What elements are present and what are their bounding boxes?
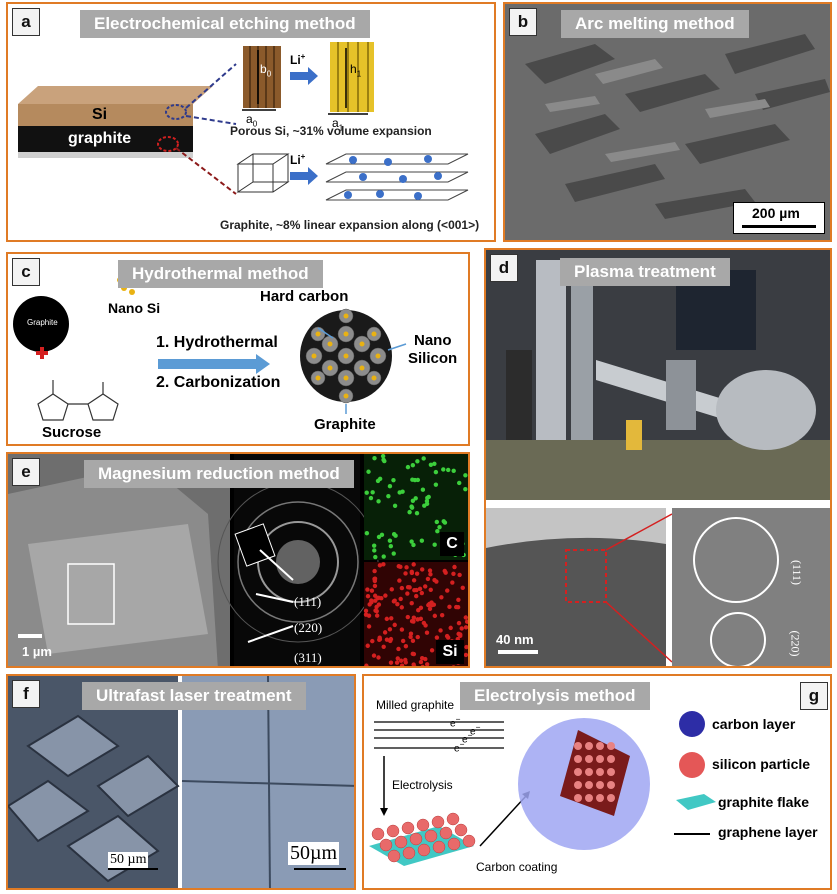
panel-title-f: Ultrafast laser treatment (82, 682, 306, 710)
laser-scalebar-2: 50µm (288, 842, 340, 865)
panel-title-g: Electrolysis method (460, 682, 650, 710)
diffraction-ring-220: (220) (294, 620, 323, 635)
laser-scalebar-1: 50 µm (108, 852, 149, 868)
legend-carbon-layer: carbon layer (712, 716, 796, 732)
milled-graphite-label: Milled graphite (376, 698, 455, 712)
magnesium-images (8, 454, 468, 666)
arc-melting-micrograph (505, 4, 830, 240)
panel-g: Electrolysis method g Milled graphite e−… (362, 674, 832, 890)
sem-scalebar-text: 1 µm (22, 644, 52, 659)
plasma-photo (486, 250, 830, 500)
panel-label-g: g (800, 682, 828, 710)
diffraction-ring-111: (111) (294, 594, 322, 609)
panel-a: a Electrochemical etching method (6, 2, 496, 242)
panel-title-e: Magnesium reduction method (84, 460, 354, 488)
step2-label: 2. Carbonization (156, 374, 281, 391)
carbon-coating-label: Carbon coating (476, 860, 558, 874)
graphite-caption: Graphite, ~8% linear expansion along (<0… (220, 218, 480, 232)
panel-title-c: Hydrothermal method (118, 260, 323, 288)
electron-label-4: e− (454, 739, 465, 755)
carbon-map-label: C (440, 532, 464, 556)
panel-title-a: Electrochemical etching method (80, 10, 370, 38)
porous-si-caption: Porous Si, ~31% volume expansion (230, 124, 432, 138)
silicon-map-label: Si (436, 640, 464, 664)
li-label-2: Li+ (290, 152, 306, 167)
graphite-layer-label: graphite (68, 130, 132, 147)
electron-label-2: e− (470, 722, 481, 738)
graphite-output-label: Graphite (314, 416, 376, 433)
panel-label-d: d (490, 254, 518, 282)
step1-label: 1. Hydrothermal (156, 334, 278, 351)
a1-label: a1 (332, 116, 344, 133)
panel-title-d: Plasma treatment (560, 258, 730, 286)
laser-micrographs (8, 676, 354, 888)
panel-label-e: e (12, 458, 40, 486)
nano-silicon-label-2: Silicon (408, 350, 458, 367)
etching-diagram (18, 42, 469, 201)
nano-silicon-label-1: Nano (414, 332, 452, 349)
tem-scalebar-text: 40 nm (496, 632, 534, 647)
panel-b: b Arc melting method 200 µm (503, 2, 832, 242)
legend-silicon-particle: silicon particle (712, 756, 811, 772)
h1-label: h1 (350, 62, 362, 79)
electron-label-3: e− (462, 730, 473, 746)
panel-c: c Hydrothermal method (6, 252, 470, 446)
hydrothermal-diagram (13, 273, 407, 421)
sucrose-label: Sucrose (42, 424, 102, 441)
lattice-ring-220: (220) (788, 630, 803, 657)
graphite-disc-label: Graphite (27, 318, 58, 327)
tem-images (486, 508, 830, 666)
si-layer-label: Si (92, 106, 108, 123)
hard-carbon-label: Hard carbon (260, 288, 349, 305)
electrolysis-label: Electrolysis (392, 778, 453, 792)
scalebar-b: 200 µm (733, 202, 825, 234)
panel-title-b: Arc melting method (561, 10, 749, 38)
legend-graphene-layer: graphene layer (718, 824, 818, 840)
panel-label-f: f (12, 680, 40, 708)
scalebar-line (742, 225, 816, 228)
panel-label-c: c (12, 258, 40, 286)
scalebar-b-text: 200 µm (752, 205, 800, 221)
electron-label-1: e− (450, 714, 461, 730)
nano-si-label: Nano Si (108, 300, 161, 316)
li-label-1: Li+ (290, 52, 306, 67)
b0-label: b0 (260, 62, 272, 79)
legend-graphite-flake: graphite flake (718, 794, 810, 810)
panel-label-a: a (12, 8, 40, 36)
panel-d: d Plasma treatment 40 nm (111) (220) (484, 248, 832, 668)
panel-e: e Magnesium reduction method 1 µm (111) … (6, 452, 470, 668)
panel-label-b: b (509, 8, 537, 36)
lattice-ring-111: (111) (790, 559, 805, 586)
electrolysis-diagram (369, 711, 716, 866)
diffraction-ring-311: (311) (294, 650, 322, 665)
a0-label: a0 (246, 112, 258, 129)
panel-f: f Ultrafast laser treatment 50 µm 50µm (6, 674, 356, 890)
